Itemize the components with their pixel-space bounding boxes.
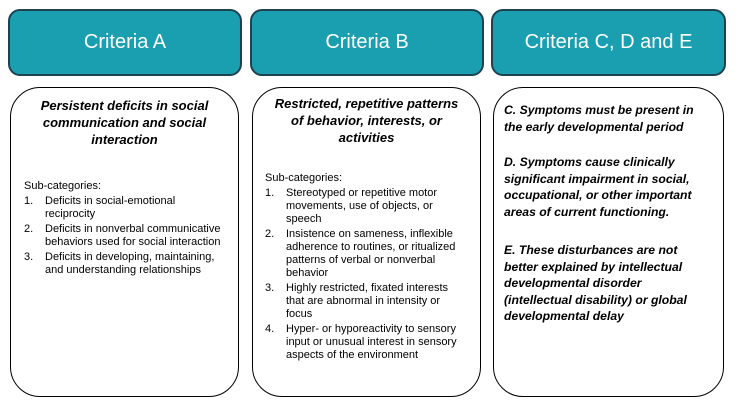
list-item-number: 2. xyxy=(265,228,275,240)
header-criteria-a-label: Criteria A xyxy=(83,31,167,53)
criterion-e: E. These disturbances are not better exp… xyxy=(504,243,687,323)
card-a-subcategories: Sub-categories: 1. Deficits in social-emo… xyxy=(24,180,228,279)
list-item-text: Insistence on sameness, inflexible adher… xyxy=(286,228,456,279)
list-item-text: Hyper- or hyporeactivity to sensory inpu… xyxy=(286,323,457,361)
list-item: 1. Deficits in social-emotional reciproci… xyxy=(24,195,228,221)
list-item: 2. Insistence on sameness, inflexible adh… xyxy=(265,228,458,280)
list-item-number: 4. xyxy=(265,323,275,335)
header-criteria-a: Criteria A xyxy=(8,9,242,76)
card-criteria-cde: C. Symptoms must be present in the early… xyxy=(493,87,724,397)
list-item-number: 3. xyxy=(24,251,34,263)
card-a-list: 1. Deficits in social-emotional reciproci… xyxy=(24,195,228,277)
card-b-title: Restricted, repetitive patterns of behav… xyxy=(274,96,459,145)
card-cde-list: C. Symptoms must be present in the early… xyxy=(504,102,711,325)
card-criteria-a: Persistent deficits in social communicat… xyxy=(10,87,239,397)
card-criteria-b: Restricted, repetitive patterns of behav… xyxy=(252,87,481,397)
card-b-list: 1. Stereotyped or repetitive motor moveme… xyxy=(265,187,458,362)
header-criteria-b: Criteria B xyxy=(250,9,484,76)
list-item-number: 2. xyxy=(24,223,34,235)
list-item-text: Deficits in developing, maintaining, and… xyxy=(45,251,215,276)
header-criteria-b-label: Criteria B xyxy=(325,31,409,53)
list-item-text: Deficits in nonverbal communicative beha… xyxy=(45,223,221,248)
card-a-subcategories-label: Sub-categories: xyxy=(24,180,102,192)
list-item-number: 1. xyxy=(265,187,275,199)
card-a-title: Persistent deficits in social communicat… xyxy=(40,98,209,147)
list-item: 2. Deficits in nonverbal communicative be… xyxy=(24,223,228,249)
criterion-c: C. Symptoms must be present in the early… xyxy=(504,103,694,134)
card-b-subcategories-label: Sub-categories: xyxy=(265,172,343,184)
header-criteria-cde-label: Criteria C, D and E xyxy=(524,31,693,53)
header-criteria-cde: Criteria C, D and E xyxy=(491,9,726,76)
list-item-number: 1. xyxy=(24,195,34,207)
list-item-number: 3. xyxy=(265,282,275,294)
card-b-subcategories: Sub-categories: 1. Stereotyped or repetit… xyxy=(265,172,458,364)
list-item-text: Deficits in social-emotional reciprocity xyxy=(45,195,176,220)
list-item-text: Highly restricted, fixated interests tha… xyxy=(286,282,449,320)
list-item-text: Stereotyped or repetitive motor movement… xyxy=(286,187,438,225)
list-item: 1. Stereotyped or repetitive motor moveme… xyxy=(265,187,458,226)
criterion-d: D. Symptoms cause clinically significant… xyxy=(504,155,692,219)
list-item: 3. Deficits in developing, maintaining, a… xyxy=(24,251,228,277)
list-item: 4. Hyper- or hyporeactivity to sensory in… xyxy=(265,323,458,362)
list-item: 3. Highly restricted, fixated interests t… xyxy=(265,282,458,321)
